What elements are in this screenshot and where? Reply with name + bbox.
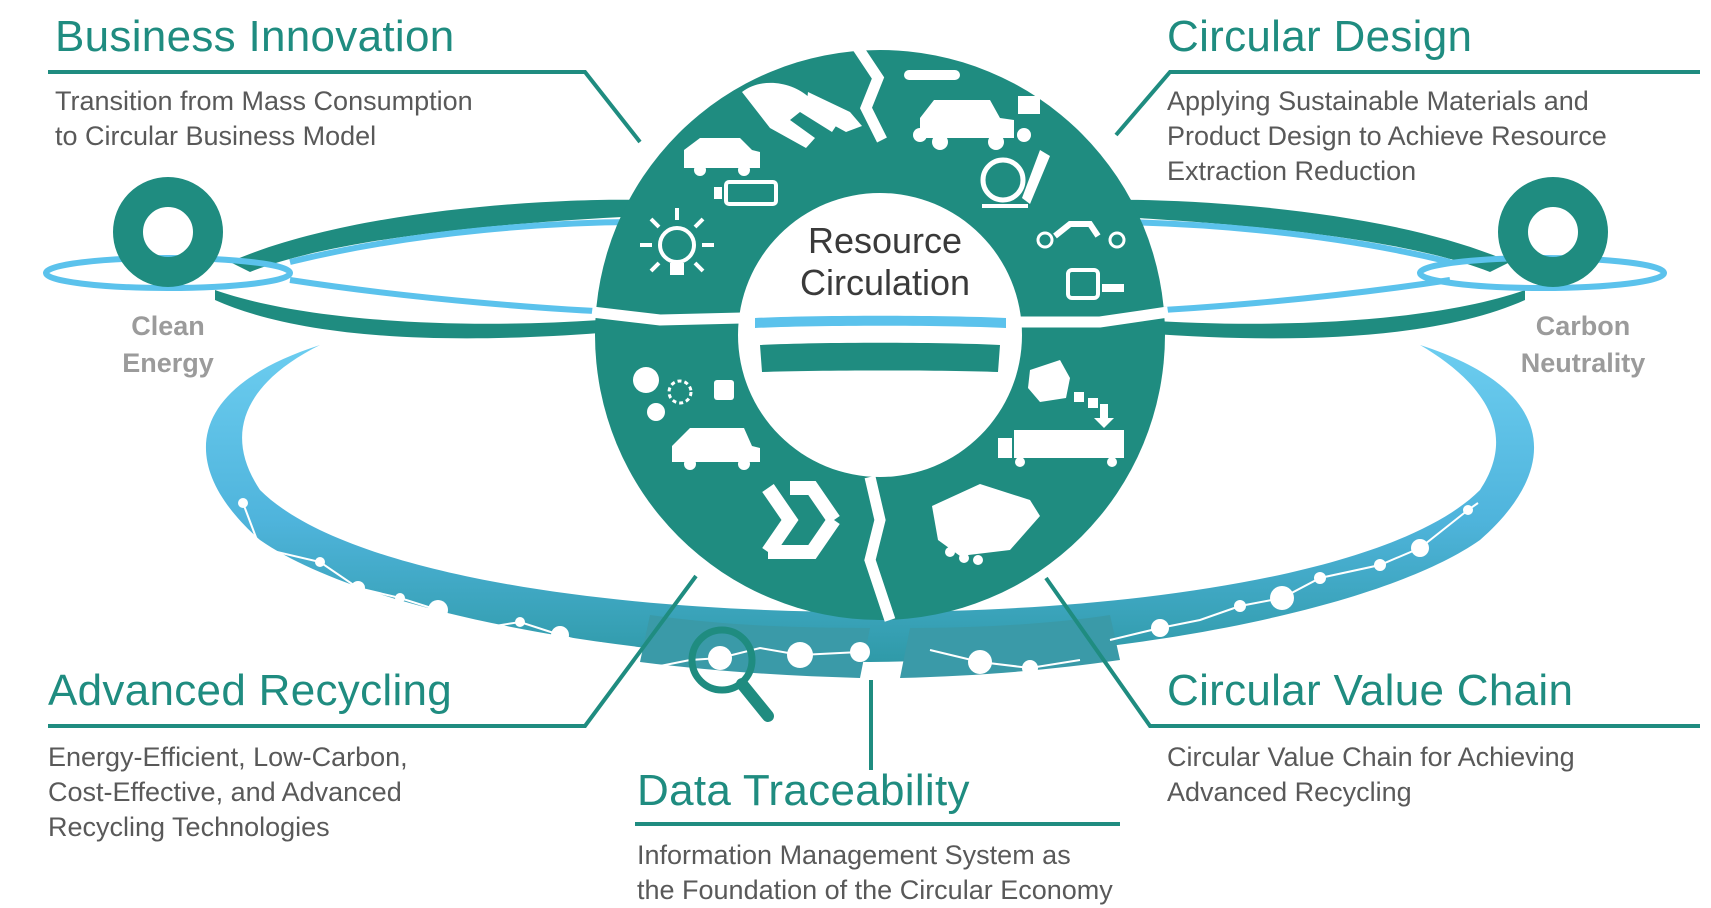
business-innovation-desc-line: to Circular Business Model [55,121,377,151]
clean-energy-donut [113,177,223,287]
magnifier-icon [688,626,774,722]
scooter-icon [1036,221,1126,249]
center-label-line2: Circulation [799,262,971,303]
data-traceability-title: Data Traceability [637,766,970,815]
business-innovation-title: Business Innovation [55,12,455,61]
advanced-recycling-desc-line: Energy-Efficient, Low-Carbon, [48,742,408,772]
carbon-neutrality-label: Carbon Neutrality [1498,308,1668,382]
materials-truck-icon [998,360,1124,467]
handshake-icon [932,484,1040,565]
circular-value-chain-desc: Circular Value Chain for Achieving Advan… [1167,740,1575,810]
carbon-neutrality-label-line2: Neutrality [1520,348,1646,378]
circular-design-desc-line: Product Design to Achieve Resource [1167,121,1607,151]
center-label-line1: Resource [807,220,963,261]
circular-value-chain-desc-line: Advanced Recycling [1167,777,1412,807]
clean-energy-label-line1: Clean [131,311,205,341]
circular-design-desc: Applying Sustainable Materials and Produ… [1167,84,1607,189]
clean-energy-label-line2: Energy [122,348,214,378]
gears-icon [633,367,734,421]
advanced-recycling-desc-line: Cost-Effective, and Advanced [48,777,402,807]
advanced-recycling-title: Advanced Recycling [48,666,453,715]
data-traceability-desc: Information Management System as the Fou… [637,838,1113,908]
circular-design-title: Circular Design [1167,12,1473,61]
ev-car-icon [684,138,760,176]
hand-recycle-icon [742,82,862,148]
leader-lines [48,70,1700,826]
circular-design-desc-line: Extraction Reduction [1167,156,1417,186]
ring-nodes [238,498,1473,676]
advanced-recycling-desc-line: Recycling Technologies [48,812,330,842]
ring-back [215,199,1525,339]
data-traceability-desc-line: the Foundation of the Circular Economy [637,875,1113,905]
carbon-neutrality-label-line1: Carbon [1535,311,1631,341]
circular-value-chain-desc-line: Circular Value Chain for Achieving [1167,742,1575,772]
advanced-recycling-desc: Energy-Efficient, Low-Carbon, Cost-Effec… [48,740,408,845]
center-label: Resource Circulation [770,220,1000,304]
recycle-pencil-icon [980,150,1050,208]
circular-value-chain-title: Circular Value Chain [1167,666,1574,715]
battery-icon [714,180,778,206]
business-innovation-desc-line: Transition from Mass Consumption [55,86,473,116]
lightbulb-icon [640,208,714,275]
data-traceability-desc-line: Information Management System as [637,840,1071,870]
resource-wheel [591,44,1169,622]
luggage-icon [1066,268,1124,300]
recycle-icon [762,481,840,559]
business-innovation-desc: Transition from Mass Consumption to Circ… [55,84,473,154]
clean-energy-label: Clean Energy [98,308,238,382]
circular-design-desc-line: Applying Sustainable Materials and [1167,86,1589,116]
suv-icon [672,428,760,470]
conveyor-car-icon [904,70,1040,150]
carbon-neutrality-donut [1498,177,1608,287]
